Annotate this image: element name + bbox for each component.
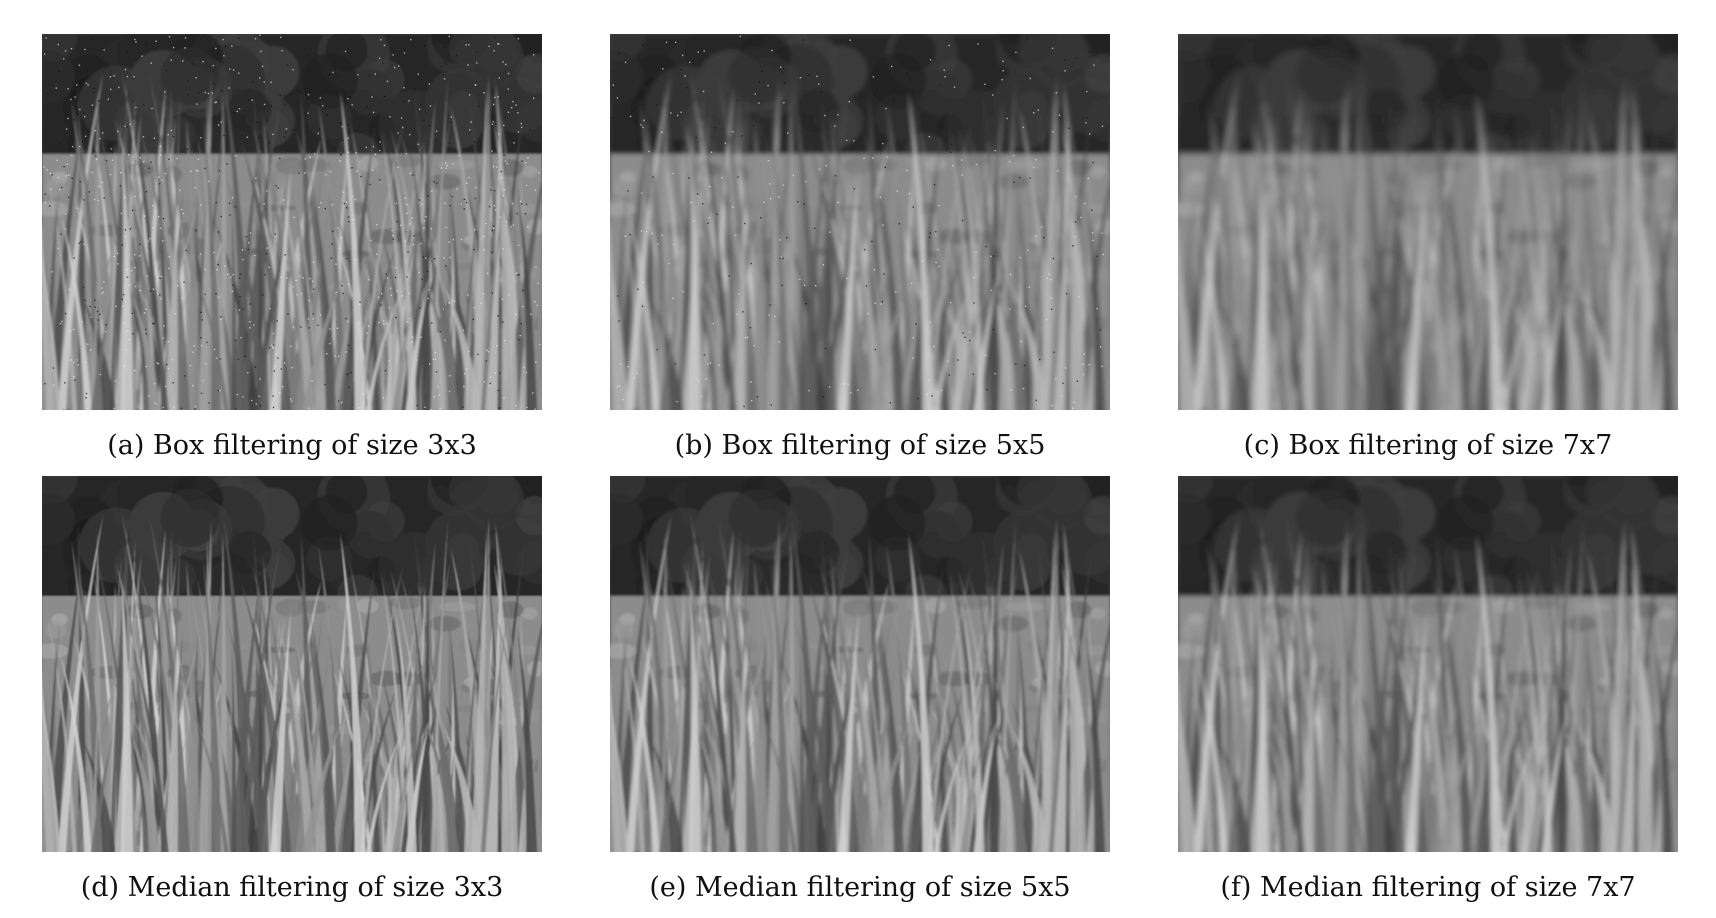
- caption-a: (a) Box filtering of size 3x3: [107, 430, 477, 461]
- caption-d: (d) Median filtering of size 3x3: [80, 872, 504, 903]
- caption-e: (e) Median filtering of size 5x5: [649, 872, 1071, 903]
- grass-photo-box-5x5: [610, 34, 1110, 410]
- grass-photo-median-7x7: [1178, 476, 1678, 852]
- grass-photo-median-3x3: [42, 476, 542, 852]
- grass-photo-box-3x3: [42, 34, 542, 410]
- grass-photo-median-5x5: [610, 476, 1110, 852]
- caption-b: (b) Box filtering of size 5x5: [674, 430, 1046, 461]
- caption-c: (c) Box filtering of size 7x7: [1243, 430, 1613, 461]
- grass-photo-box-7x7: [1178, 34, 1678, 410]
- caption-f: (f) Median filtering of size 7x7: [1220, 872, 1636, 903]
